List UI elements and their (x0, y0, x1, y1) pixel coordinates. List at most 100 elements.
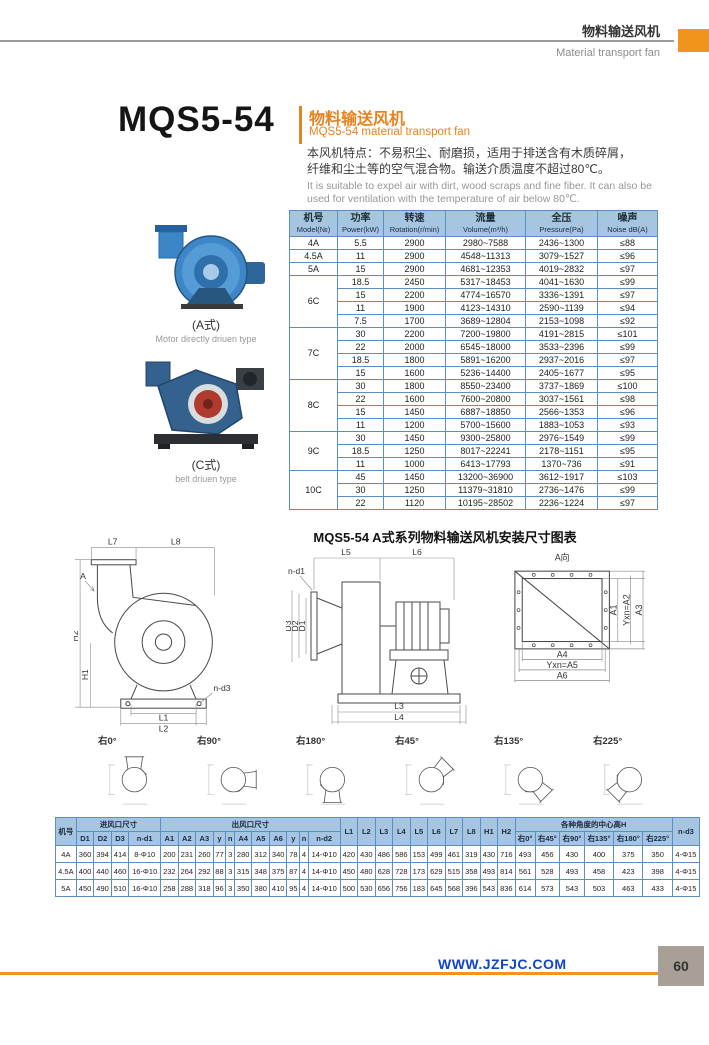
dim-label-d2: D2 (290, 620, 300, 631)
dim-value-cell: 95 (286, 879, 301, 897)
dim-value-cell: 394 (93, 845, 112, 863)
spec-value-cell: ≤99 (597, 275, 658, 289)
installation-drawing-side-view: L7 L8 A H2 H1 L1 L2 n-d3 (74, 538, 231, 734)
dim-value-cell: 716 (497, 845, 516, 863)
dim-value-cell: 4-Φ15 (671, 879, 701, 897)
subtitle-cn: 物料输送风机 (309, 111, 406, 128)
dim-value-cell: 4 (299, 879, 309, 897)
dim-value-cell: 586 (392, 845, 411, 863)
spec-value-cell: 5700~15600 (445, 418, 526, 432)
spec-value-cell: 2900 (383, 262, 446, 276)
spec-value-cell: 1250 (383, 483, 446, 497)
orientation-label: 右0° (98, 736, 117, 747)
spec-value-cell: 2153~1098 (525, 314, 598, 328)
dim-header-l-col: L4 (392, 817, 411, 846)
dim-subheader-angle: 右45° (534, 831, 561, 846)
spec-value-cell: 2976~1549 (525, 431, 598, 445)
spec-value-cell: ≤96 (597, 405, 658, 419)
dim-value-cell: 153 (409, 845, 429, 863)
dim-value-cell: 318 (195, 879, 214, 897)
dim-value-cell: 510 (110, 879, 130, 897)
dim-value-cell: 96 (212, 879, 227, 897)
dim-subheader-outlet: n (299, 831, 309, 846)
spec-value-cell: 7600~20800 (445, 392, 526, 406)
orientation-drawing (405, 756, 455, 805)
dim-value-cell: 312 (251, 845, 270, 863)
dim-label-d3: D3 (286, 620, 293, 631)
fan-caption-a: (A式) Motor directly driuen type (118, 316, 294, 344)
spec-value-cell: ≤97 (597, 262, 658, 276)
spec-model-cell: 8C (289, 379, 338, 432)
description-cn-line2: 纤维和尘土等的空气混合物。输送介质温度不超过80℃。 (307, 162, 610, 176)
spec-value-cell: 1120 (383, 496, 446, 510)
dim-value-cell: 88 (212, 862, 227, 880)
dim-value-cell: 350 (233, 879, 253, 897)
dim-header-l-col: L8 (462, 817, 481, 846)
dim-value-cell: 260 (195, 845, 214, 863)
orientation-drawing (504, 764, 554, 805)
dim-value-cell: 561 (514, 862, 536, 880)
dim-value-cell: 340 (268, 845, 288, 863)
spec-value-cell: 30 (337, 327, 384, 341)
dim-label-a6: A6 (557, 670, 568, 680)
spec-value-cell: 4041~1630 (525, 275, 598, 289)
spec-value-cell: 22 (337, 392, 384, 406)
subtitle-en: MQS5-54 material transport fan (309, 126, 471, 138)
spec-value-cell: 3689~12804 (445, 314, 526, 328)
orientation-drawing (603, 764, 643, 805)
spec-model-cell: 7C (289, 327, 338, 380)
orientation-drawing (108, 756, 148, 805)
spec-value-cell: 1600 (383, 392, 446, 406)
spec-value-cell: 3037~1561 (525, 392, 598, 406)
dim-label-l8: L8 (171, 538, 181, 546)
dim-value-cell: 433 (642, 879, 673, 897)
dim-value-cell: 280 (233, 845, 253, 863)
dim-subheader-outlet: A5 (251, 831, 270, 846)
dim-label-yxn-a2: Yxn=A2 (621, 594, 631, 625)
dim-value-cell: 4 (299, 862, 309, 880)
spec-value-cell: 4191~2815 (525, 327, 598, 341)
header-title-cn: 物料输送风机 (581, 24, 660, 39)
spec-value-cell: 30 (337, 483, 384, 497)
spec-value-cell: 2900 (383, 249, 446, 263)
spec-value-cell: ≤96 (597, 249, 658, 263)
spec-value-cell: 3612~1917 (525, 470, 598, 484)
dim-value-cell: 173 (409, 862, 429, 880)
dim-value-cell: 460 (110, 862, 130, 880)
spec-value-cell: ≤97 (597, 353, 658, 367)
dim-value-cell: 458 (583, 862, 615, 880)
dim-value-cell: 16-Φ10 (128, 862, 162, 880)
spec-value-cell: 8017~22241 (445, 444, 526, 458)
header-en: Model(№) (296, 225, 331, 234)
spec-value-cell: ≤91 (597, 457, 658, 471)
dim-value-cell: 400 (583, 845, 615, 863)
header-cn: 全压 (551, 213, 572, 224)
dim-header-l-col: L1 (339, 817, 359, 846)
spec-value-cell: 45 (337, 470, 384, 484)
dim-label-a1: A1 (609, 605, 619, 616)
dim-value-cell: 4 (299, 845, 309, 863)
dim-value-cell: 360 (75, 845, 95, 863)
dim-subheader-outlet: n (225, 831, 235, 846)
header-rule (0, 40, 674, 42)
dim-header-l-col: H2 (497, 817, 516, 846)
dim-value-cell: 836 (497, 879, 516, 897)
dim-value-cell: 87 (286, 862, 301, 880)
dim-value-cell: 528 (534, 862, 561, 880)
spec-value-cell: 1200 (383, 418, 446, 432)
dim-value-cell: 543 (559, 879, 585, 897)
spec-value-cell: ≤100 (597, 379, 658, 393)
spec-value-cell: 2200 (383, 327, 446, 341)
dim-header-nd3: n-d3 (671, 817, 701, 846)
